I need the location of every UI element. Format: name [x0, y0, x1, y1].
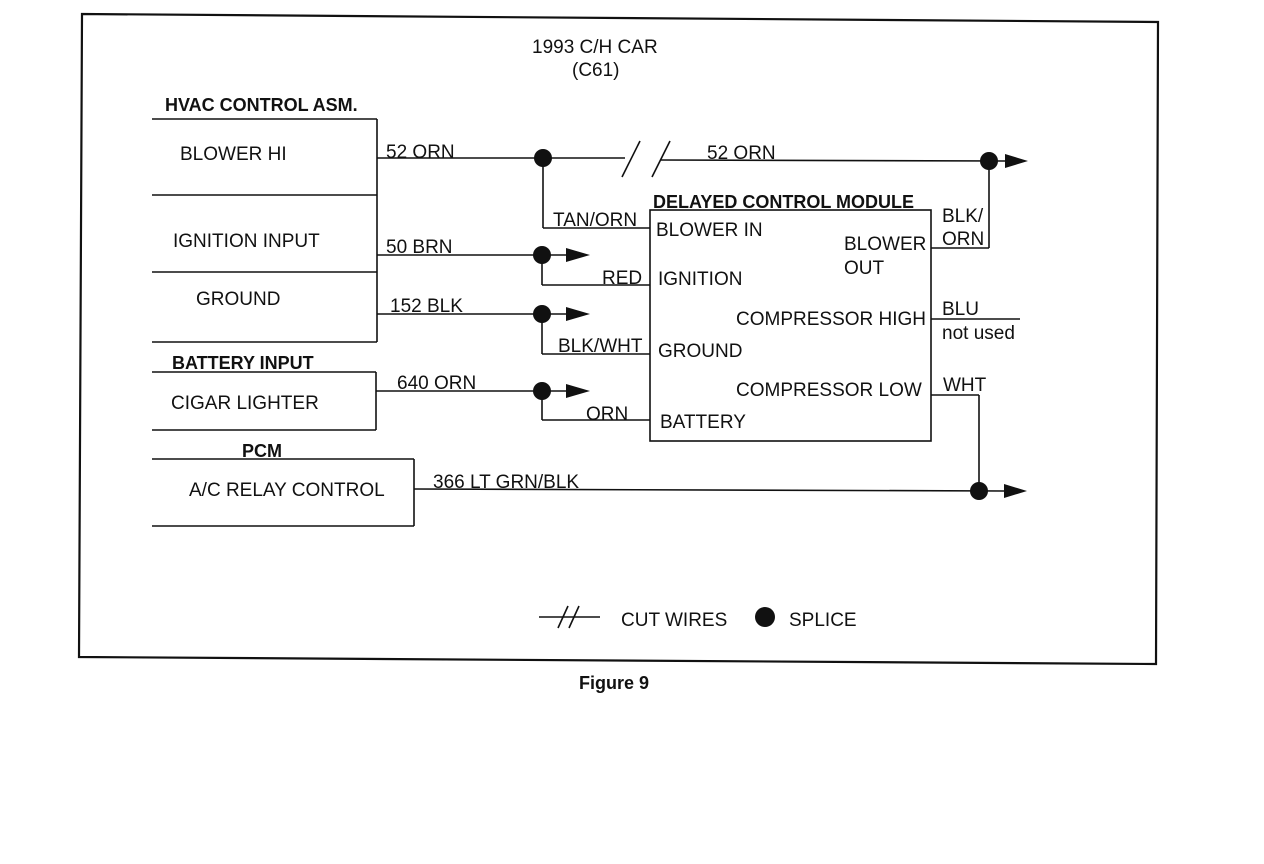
module-blower-out-line1: BLOWER	[844, 234, 926, 255]
wire-label-blk-wht: BLK/WHT	[558, 336, 643, 357]
splice-50-brn	[533, 246, 551, 264]
wire-label-52-orn-left: 52 ORN	[386, 142, 455, 163]
wire-52-orn	[377, 140, 1006, 229]
wire-wht	[931, 394, 980, 491]
splice-640-orn	[533, 382, 551, 400]
wire-label-152-blk: 152 BLK	[390, 296, 463, 317]
legend-cut-wires-symbol	[539, 605, 600, 629]
diagram-title: 1993 C/H CAR	[532, 37, 658, 58]
diagram-frame	[77, 12, 1160, 666]
arrow-50-brn	[566, 248, 590, 262]
battery-input-box	[152, 371, 377, 431]
wire-label-50-brn: 50 BRN	[386, 237, 453, 258]
arrow-640-orn	[566, 384, 590, 398]
module-compressor-high: COMPRESSOR HIGH	[736, 309, 926, 330]
splice-52-orn	[534, 149, 552, 167]
splice-152-blk	[533, 305, 551, 323]
wire-label-366: 366 LT GRN/BLK	[433, 472, 579, 493]
module-battery: BATTERY	[660, 412, 746, 433]
wire-label-not-used: not used	[942, 323, 1015, 344]
arrow-366	[1004, 484, 1027, 498]
module-blower-out-line2: OUT	[844, 258, 885, 279]
delayed-control-module-box	[649, 209, 932, 442]
hvac-header: HVAC CONTROL ASM.	[165, 95, 358, 115]
hvac-box	[152, 118, 378, 343]
wire-label-52-orn-right: 52 ORN	[707, 143, 776, 164]
module-ignition: IGNITION	[658, 269, 742, 290]
module-blower-in: BLOWER IN	[656, 220, 763, 241]
battery-input-header: BATTERY INPUT	[172, 353, 314, 373]
wire-label-tan-orn: TAN/ORN	[553, 210, 637, 231]
legend-splice: SPLICE	[789, 610, 857, 631]
splice-366	[970, 482, 988, 500]
wire-label-blk-orn-1: BLK/	[942, 206, 984, 227]
module-ground: GROUND	[658, 341, 742, 362]
wire-366-lt-grn-blk	[413, 488, 1005, 492]
wire-label-red: RED	[602, 268, 642, 289]
hvac-blower-hi: BLOWER HI	[180, 144, 287, 165]
module-compressor-low: COMPRESSOR LOW	[736, 380, 922, 401]
hvac-ignition-input: IGNITION INPUT	[173, 231, 320, 252]
figure-caption: Figure 9	[579, 673, 649, 693]
diagram-subtitle: (C61)	[572, 60, 620, 81]
wire-blk-orn	[931, 161, 990, 249]
cigar-lighter-label: CIGAR LIGHTER	[171, 393, 319, 414]
arrow-152-blk	[566, 307, 590, 321]
legend-cut-wires: CUT WIRES	[621, 610, 727, 631]
pcm-box	[152, 458, 415, 527]
module-header: DELAYED CONTROL MODULE	[653, 192, 914, 212]
hvac-ground: GROUND	[196, 289, 280, 310]
pcm-header: PCM	[242, 441, 282, 461]
wire-label-blk-orn-2: ORN	[942, 229, 984, 250]
ac-relay-control-label: A/C RELAY CONTROL	[189, 480, 385, 501]
wire-label-blu: BLU	[942, 299, 979, 320]
legend-splice-symbol	[755, 607, 775, 627]
wire-label-wht: WHT	[943, 375, 987, 396]
wire-label-640-orn: 640 ORN	[397, 373, 476, 394]
arrow-blower-out	[1005, 154, 1028, 168]
wire-label-orn: ORN	[586, 404, 628, 425]
